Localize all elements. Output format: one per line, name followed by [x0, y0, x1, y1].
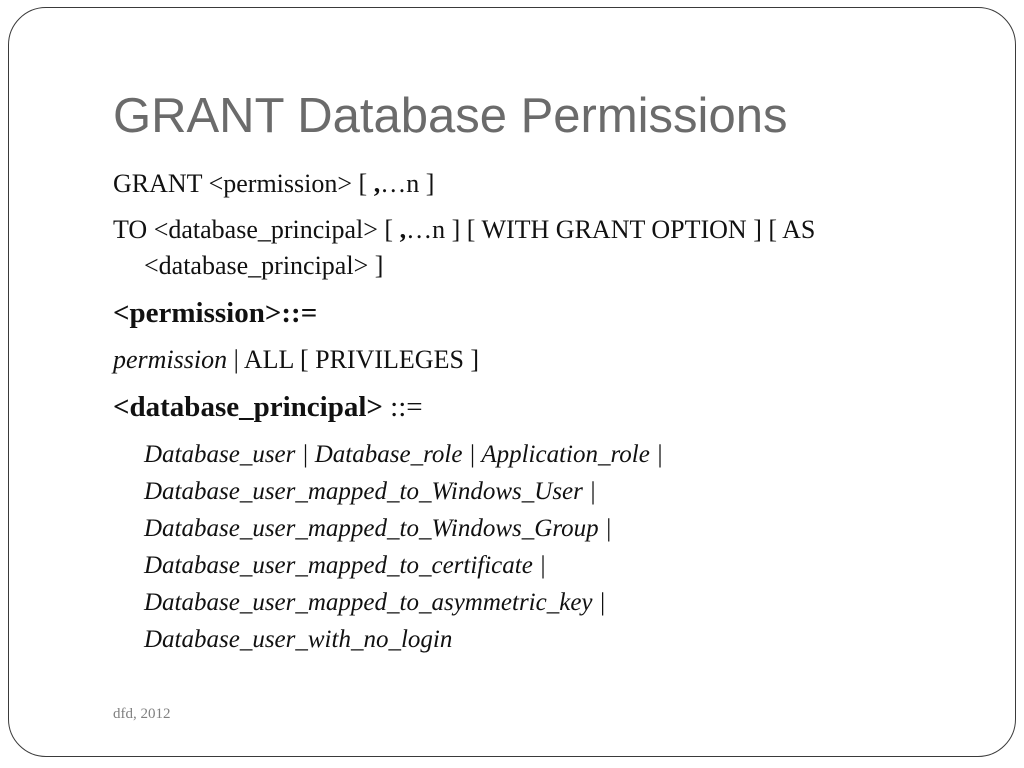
principal-options-list: Database_user | Database_role | Applicat…	[144, 436, 963, 658]
to-syntax-text: TO <database_principal> [	[113, 215, 400, 244]
slide-title: GRANT Database Permissions	[113, 89, 788, 143]
to-syntax-comma: ,	[399, 215, 407, 244]
grant-syntax-comma: ,	[373, 169, 381, 198]
principal-option: Database_user | Database_role | Applicat…	[144, 441, 663, 468]
principal-term: <database_principal>	[113, 391, 383, 423]
permission-options: | ALL [ PRIVILEGES ]	[227, 345, 480, 374]
slide-frame	[8, 7, 1016, 757]
principal-option: Database_user_mapped_to_asymmetric_key |	[144, 589, 606, 616]
permission-term: permission	[113, 345, 228, 374]
principal-option: Database_user_mapped_to_Windows_User |	[144, 478, 597, 505]
grant-syntax-line: GRANT <permission> [ ,…n ]	[113, 166, 963, 202]
grant-syntax-tail: …n ]	[380, 169, 435, 198]
permission-definition-heading: <permission>::=	[113, 297, 318, 329]
to-syntax-tail: …n ] [ WITH GRANT OPTION ] [ AS <databas…	[144, 215, 816, 280]
grant-syntax-text: GRANT <permission> [	[113, 169, 374, 198]
slide-body: GRANT <permission> [ ,…n ] TO <database_…	[113, 166, 963, 658]
permission-definition-line: permission | ALL [ PRIVILEGES ]	[113, 342, 963, 378]
principal-definition-heading: <database_principal> ::=	[113, 388, 963, 426]
to-syntax-line: TO <database_principal> [ ,…n ] [ WITH G…	[113, 212, 963, 284]
principal-option: Database_user_mapped_to_certificate |	[144, 552, 546, 579]
principal-assign: ::=	[382, 391, 423, 423]
principal-option: Database_user_mapped_to_Windows_Group |	[144, 515, 612, 542]
slide-footer: dfd, 2012	[113, 706, 171, 722]
principal-option: Database_user_with_no_login	[144, 626, 453, 653]
